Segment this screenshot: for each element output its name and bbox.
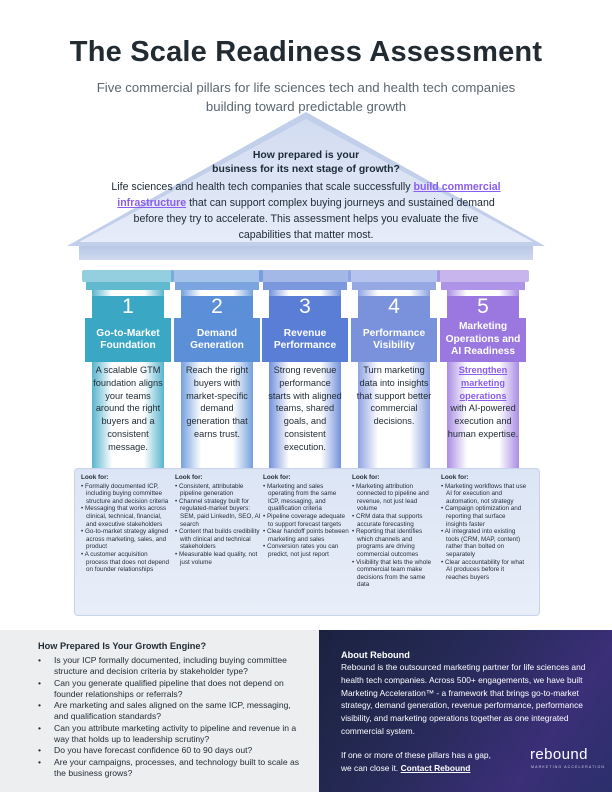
pillar-number: 3 <box>269 296 341 318</box>
pillar-description: Strong revenue performance starts with a… <box>267 364 343 454</box>
look-for-item: Consistent, attributable pipeline genera… <box>175 483 261 498</box>
growth-engine-questions: Is your ICP formally documented, includi… <box>38 655 306 779</box>
look-for-item: Content that builds credibility with cli… <box>175 528 261 551</box>
pillar-title: Demand Generation <box>174 318 260 362</box>
look-for-heading: Look for: <box>263 474 291 481</box>
look-for-column-4: Look for: Marketing attribution connected… <box>352 474 438 589</box>
pillar-title: Revenue Performance <box>262 318 348 362</box>
question-item: Can you attribute marketing activity to … <box>38 723 306 745</box>
pillar-capital <box>171 270 263 282</box>
pillar-capital <box>348 270 440 282</box>
about-body: Rebound is the outsourced marketing part… <box>341 662 586 736</box>
look-for-item: AI integrated into existing tools (CRM, … <box>441 528 527 558</box>
pillar-description-text: Reach the right buyers with market-speci… <box>185 365 249 439</box>
look-for-item: Clear accountability for what AI produce… <box>441 559 527 582</box>
pillar-capital <box>259 270 351 282</box>
pillar-number: 1 <box>92 296 164 318</box>
pillar-description: Reach the right buyers with market-speci… <box>179 364 255 441</box>
look-for-column-1: Look for: Formally documented ICP, includ… <box>81 474 169 574</box>
look-for-heading: Look for: <box>175 474 203 481</box>
rebound-logo: rebound <box>530 746 588 763</box>
pillar-capital-band <box>175 282 259 290</box>
look-for-column-5: Look for: Marketing workflows that use AI… <box>441 474 527 581</box>
look-for-list: Consistent, attributable pipeline genera… <box>175 483 261 567</box>
pillar-description-text: A scalable GTM foundation aligns your te… <box>93 365 163 452</box>
about-title: About Rebound <box>341 650 410 660</box>
pillar-number: 2 <box>181 296 253 318</box>
build-commercial-infrastructure-link[interactable]: build commercial infrastructure <box>117 181 501 209</box>
about-cta: If one or more of these pillars has a ga… <box>341 749 491 775</box>
pillar-capital <box>437 270 529 282</box>
look-for-item: Marketing attribution connected to pipel… <box>352 483 438 513</box>
look-for-heading: Look for: <box>441 474 469 481</box>
growth-engine-title: How Prepared Is Your Growth Engine? <box>38 641 207 651</box>
about-panel <box>319 630 612 792</box>
look-for-item: Go-to-market strategy aligned across mar… <box>81 528 169 551</box>
look-for-item: CRM data that supports accurate forecast… <box>352 513 438 528</box>
contact-rebound-link[interactable]: Contact Rebound <box>400 762 471 773</box>
roof-body-post: that can support complex buying journeys… <box>133 197 495 241</box>
pillar-number: 5 <box>447 296 519 318</box>
pillar-description-text: Strong revenue performance starts with a… <box>268 365 342 452</box>
look-for-item: Channel strategy built for regulated-mar… <box>175 498 261 528</box>
pillar-description-text: Turn marketing data into insights that s… <box>356 365 432 427</box>
pillar-capital-band <box>86 282 170 290</box>
roof-graphic <box>67 112 545 260</box>
page-subtitle: Five commercial pillars for life science… <box>96 80 516 114</box>
look-for-list: Formally documented ICP, including buyin… <box>81 483 169 574</box>
roof-text: How prepared is your business for its ne… <box>110 149 502 243</box>
pillar-capital-band <box>441 282 525 290</box>
look-for-list: Marketing attribution connected to pipel… <box>352 483 438 589</box>
look-for-item: Reporting that identifies which channels… <box>352 528 438 558</box>
look-for-item: Clear handoff points between marketing a… <box>263 528 349 543</box>
look-for-item: Campaign optimization and reporting that… <box>441 505 527 528</box>
pillar-title: Performance Visibility <box>351 318 437 362</box>
pillar-number: 4 <box>358 296 430 318</box>
pillar-description: A scalable GTM foundation aligns your te… <box>90 364 166 454</box>
look-for-column-2: Look for: Consistent, attributable pipeli… <box>175 474 261 566</box>
roof-body-pre: Life sciences and health tech companies … <box>111 181 414 193</box>
look-for-heading: Look for: <box>81 474 109 481</box>
roof-question-1: How prepared is your <box>252 150 360 161</box>
question-item: Do you have forecast confidence 60 to 90… <box>38 745 306 756</box>
strengthen-marketing-operations-link[interactable]: Strengthen marketing operations <box>458 365 508 401</box>
look-for-item: Marketing and sales operating from the s… <box>263 483 349 513</box>
look-for-item: Visibility that lets the whole commercia… <box>352 559 438 589</box>
look-for-item: Pipeline coverage adequate to support fo… <box>263 513 349 528</box>
pillar-capital <box>82 270 174 282</box>
look-for-item: Conversion rates you can predict, not ju… <box>263 543 349 558</box>
pillar-capital-band <box>263 282 347 290</box>
question-item: Can you generate qualified pipeline that… <box>38 678 306 700</box>
about-cta-text: If one or more of these pillars has a ga… <box>341 750 491 773</box>
rebound-logo-tagline: MARKETING ACCELERATION <box>531 765 606 769</box>
look-for-column-3: Look for: Marketing and sales operating f… <box>263 474 349 559</box>
question-item: Is your ICP formally documented, includi… <box>38 655 306 677</box>
look-for-list: Marketing and sales operating from the s… <box>263 483 349 559</box>
look-for-heading: Look for: <box>352 474 380 481</box>
look-for-item: Measurable lead quality, not just volume <box>175 551 261 566</box>
question-item: Are your campaigns, processes, and techn… <box>38 757 306 779</box>
look-for-item: Marketing workflows that use AI for exec… <box>441 483 527 506</box>
pillar-description: Turn marketing data into insights that s… <box>356 364 432 428</box>
look-for-item: Messaging that works across clinical, te… <box>81 505 169 528</box>
pillar-title: Go-to-Market Foundation <box>85 318 171 362</box>
pillar-title: Marketing Operations and AI Readiness <box>440 318 526 362</box>
roof-question-2: business for its next stage of growth? <box>212 164 400 175</box>
look-for-item: A customer acquisition process that does… <box>81 551 169 574</box>
page-title: The Scale Readiness Assessment <box>69 36 543 68</box>
look-for-list: Marketing workflows that use AI for exec… <box>441 483 527 582</box>
pillar-capital-band <box>352 282 436 290</box>
look-for-item: Formally documented ICP, including buyin… <box>81 483 169 506</box>
question-item: Are marketing and sales aligned on the s… <box>38 700 306 722</box>
pillar-description-text: with AI-powered execution and human expe… <box>447 403 519 439</box>
